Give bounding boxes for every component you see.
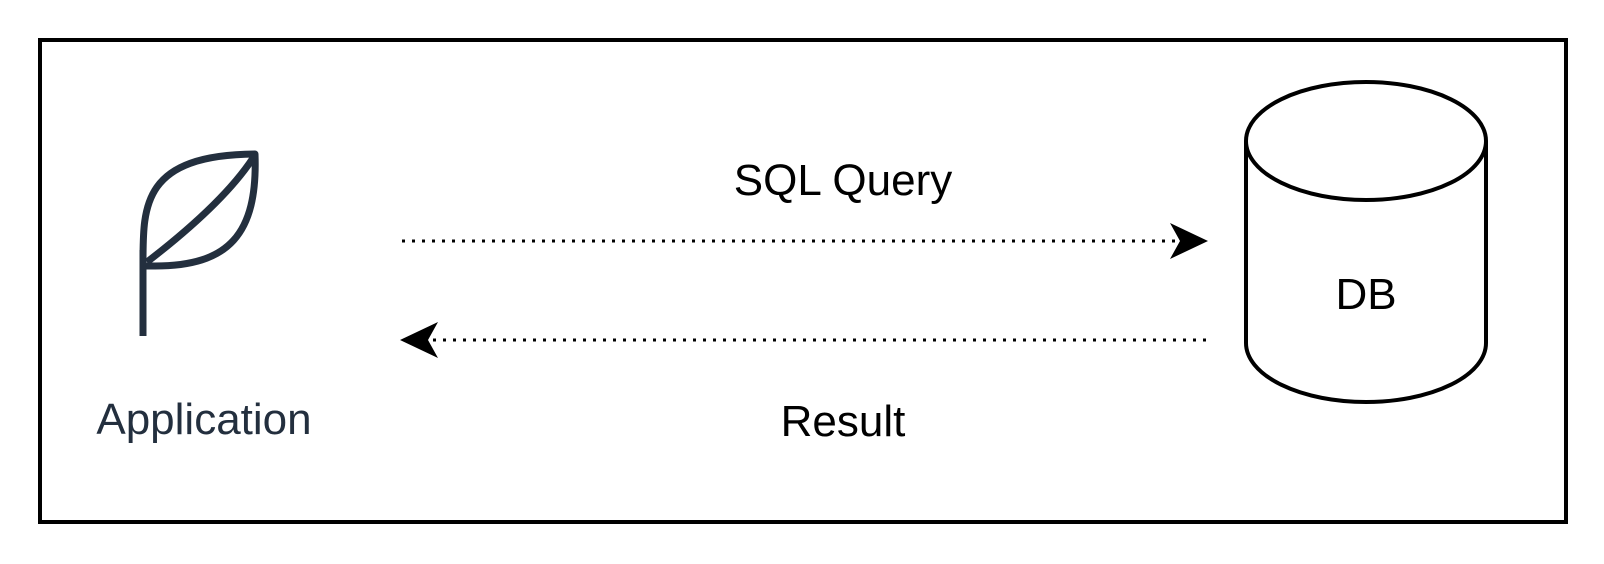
diagram-frame xyxy=(38,38,1568,524)
application-label: Application xyxy=(96,395,311,444)
leaf-icon xyxy=(139,150,259,336)
result-label: Result xyxy=(781,397,906,446)
cylinder-database-icon xyxy=(1244,80,1488,404)
query-label: SQL Query xyxy=(734,156,952,205)
db-label: DB xyxy=(1335,270,1396,319)
